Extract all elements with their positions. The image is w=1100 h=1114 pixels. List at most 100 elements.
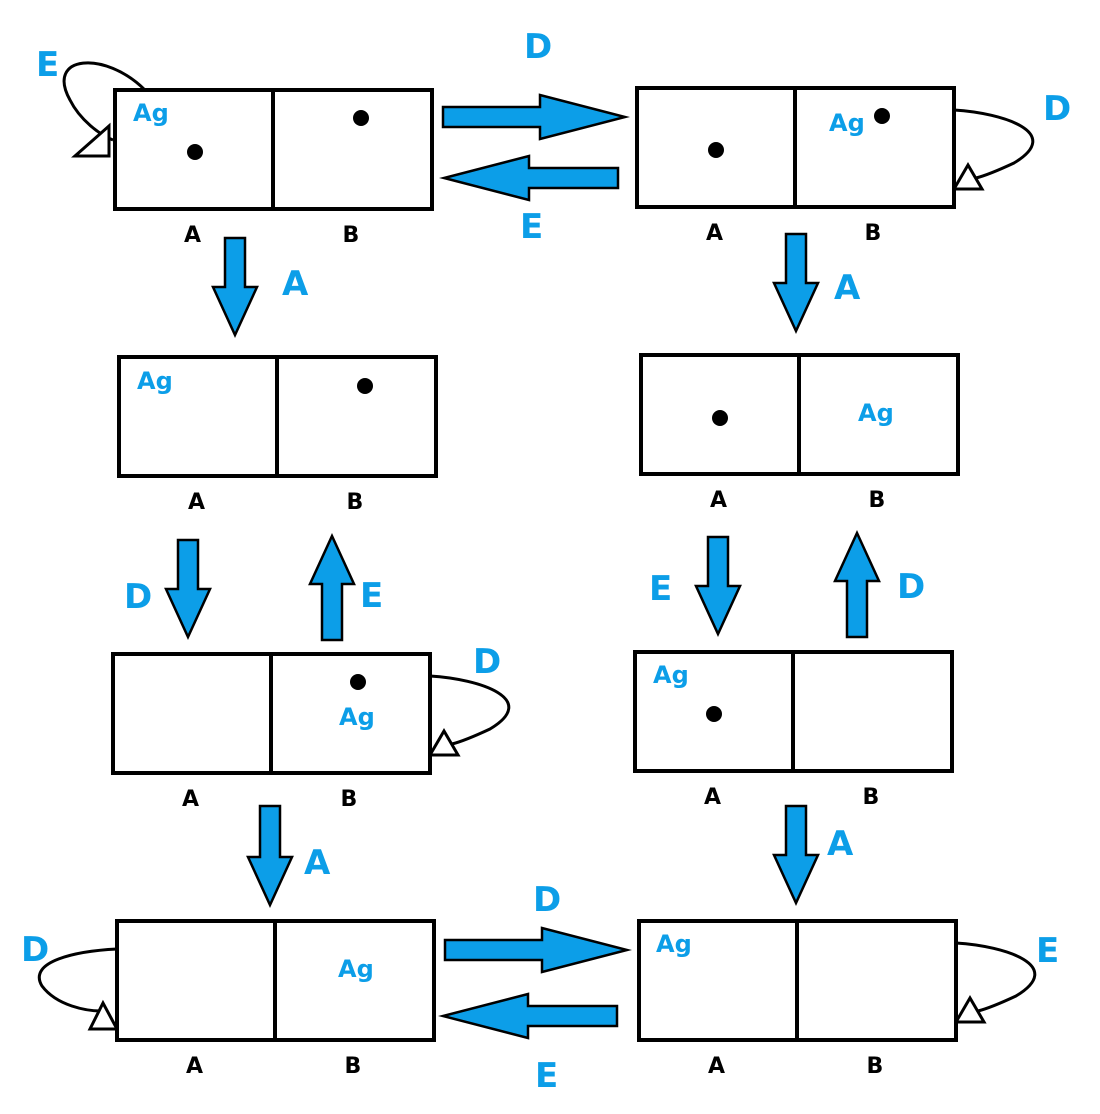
self-loop: E — [36, 45, 147, 158]
transition-arrow-shape — [441, 93, 630, 141]
self-loop-curve — [955, 941, 1037, 1013]
state-box: A B Ag — [639, 353, 960, 513]
room-a-label: A — [704, 785, 721, 810]
transition-label: E — [535, 1056, 558, 1096]
transition-arrow-shape — [439, 154, 620, 202]
transition-arrow: D — [441, 27, 630, 141]
self-loop-arrowhead — [71, 122, 111, 158]
transition-arrow: E — [438, 992, 619, 1096]
agent-label: Ag — [656, 930, 692, 958]
state-box: A B Ag — [637, 919, 958, 1079]
self-loop-arrowhead — [427, 728, 461, 757]
dirt-dot-room-a — [708, 142, 724, 158]
transition-arrow: A — [772, 804, 854, 907]
transition-arrow-shape — [772, 804, 820, 907]
room-a-label: A — [182, 787, 199, 812]
self-loop: E — [953, 931, 1059, 1024]
transition-arrow: E — [308, 532, 383, 642]
state-box: A B Ag — [111, 652, 432, 812]
self-loop-curve — [429, 674, 511, 746]
transition-arrow: D — [833, 529, 925, 639]
transition-arrow-shape — [443, 926, 632, 974]
transition-arrow-shape — [772, 232, 820, 335]
transition-label: D — [897, 567, 925, 607]
self-loop-curve — [62, 61, 147, 142]
room-a-label: A — [706, 221, 723, 246]
transition-arrow-shape — [694, 535, 742, 638]
dirt-dot-room-b — [353, 110, 369, 126]
self-loop-arrowhead — [951, 162, 985, 191]
room-b-label: B — [867, 1054, 884, 1079]
state-box: A B Ag — [117, 355, 438, 515]
dirt-dot-room-b — [357, 378, 373, 394]
dirt-dot-room-a — [712, 410, 728, 426]
transition-label: D — [124, 577, 152, 617]
room-b-label: B — [869, 488, 886, 513]
dirt-dot-room-b — [874, 108, 890, 124]
transition-arrows: D E A A D E E D A A D E — [124, 27, 925, 1096]
state-box: A B Ag — [633, 650, 954, 810]
self-loop-label: E — [1036, 931, 1059, 971]
room-a-label: A — [186, 1054, 203, 1079]
room-b-label: B — [347, 490, 364, 515]
self-loop: D — [21, 930, 120, 1031]
state-box: A B Ag — [635, 86, 956, 246]
self-loop-label: D — [473, 642, 501, 682]
self-loop-curve — [953, 108, 1035, 180]
transition-label: A — [827, 824, 854, 864]
transition-arrow: E — [439, 154, 620, 247]
transition-arrow: A — [246, 804, 331, 909]
transition-arrow-shape — [438, 992, 619, 1040]
agent-label: Ag — [829, 109, 865, 137]
dirt-dot-room-b — [350, 674, 366, 690]
state-box: A B Ag — [115, 919, 436, 1079]
transition-arrow: D — [443, 880, 632, 974]
transition-arrow-shape — [211, 236, 259, 339]
transition-label: A — [834, 268, 861, 308]
self-loop-label: E — [36, 45, 59, 85]
agent-label: Ag — [137, 367, 173, 395]
self-loop: D — [951, 89, 1071, 191]
dirt-dot-room-a — [706, 706, 722, 722]
room-b-label: B — [345, 1054, 362, 1079]
self-loop-label: D — [1043, 89, 1071, 129]
transition-label: D — [524, 27, 552, 67]
transition-arrow-shape — [246, 804, 294, 909]
transition-arrow: A — [211, 236, 309, 339]
room-a-label: A — [708, 1054, 725, 1079]
self-loops: E D D D E — [21, 45, 1071, 1031]
transition-arrow: A — [772, 232, 861, 335]
agent-label: Ag — [339, 703, 375, 731]
room-a-label: A — [710, 488, 727, 513]
self-loop-arrowhead — [953, 995, 987, 1024]
self-loop-arrowhead — [87, 999, 120, 1031]
transition-label: A — [304, 843, 331, 883]
room-b-label: B — [863, 785, 880, 810]
transition-label: E — [360, 576, 383, 616]
self-loop: D — [427, 642, 511, 757]
transition-arrow-shape — [308, 532, 356, 642]
state-box: A B Ag — [113, 88, 434, 248]
self-loop-label: D — [21, 930, 49, 970]
room-b-label: B — [341, 787, 358, 812]
agent-label: Ag — [653, 661, 689, 689]
agent-label: Ag — [858, 399, 894, 427]
transition-arrow: E — [649, 535, 742, 638]
dirt-dot-room-a — [187, 144, 203, 160]
self-loop-curve — [37, 947, 118, 1013]
transition-arrow-shape — [164, 538, 212, 641]
transition-arrow: D — [124, 538, 212, 641]
transition-label: D — [533, 880, 561, 920]
agent-label: Ag — [133, 99, 169, 127]
agent-label: Ag — [338, 955, 374, 983]
room-b-label: B — [865, 221, 882, 246]
transition-label: E — [649, 569, 672, 609]
room-a-label: A — [188, 490, 205, 515]
transition-label: E — [520, 207, 543, 247]
transition-label: A — [282, 264, 309, 304]
room-b-label: B — [343, 223, 360, 248]
transition-arrow-shape — [833, 529, 881, 639]
room-a-label: A — [184, 223, 201, 248]
